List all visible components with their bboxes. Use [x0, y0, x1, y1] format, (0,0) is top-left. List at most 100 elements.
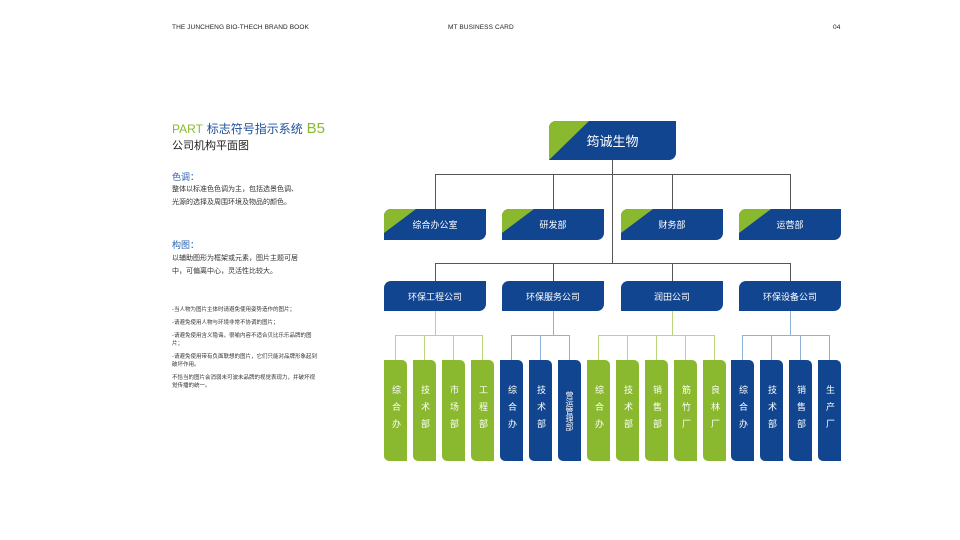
connector [790, 311, 791, 335]
sub-department-label: 综合办 [593, 385, 603, 436]
notes: -当人物为图片主体时请避免使用姿势造作的图片； -请避免使用人物与环境非常不协调… [172, 306, 317, 390]
connector [435, 263, 791, 264]
sub-department-column: 销售部 [789, 360, 812, 461]
sub-department-column: 综合办 [731, 360, 754, 461]
color-tone-text: 整体以标准色色调为主，包括选景色调、 光源的选择及周围环境及物品的颜色。 [172, 183, 298, 209]
sub-department-column: 综合办 [384, 360, 407, 461]
composition-heading: 构图： [172, 241, 200, 251]
company-box: 环保设备公司 [739, 281, 841, 311]
sub-department-label: 市场部 [448, 385, 458, 436]
connector [511, 335, 512, 360]
company-label: 环保工程公司 [407, 292, 462, 303]
note: 不恰当的图片会消弱未可波未品牌的视觉表现力，并破坏视觉传播的统一。 [172, 375, 316, 389]
part-label: PART [172, 122, 203, 136]
note: -请避免使用含义隐诲，很喻内容不适合贝比乐乐品牌的图片； [172, 333, 312, 347]
connector [656, 335, 657, 360]
text-line: 以辅助图形为框架或元素，图片主题可居 [172, 254, 298, 262]
connector [742, 335, 743, 360]
brand-book-title: THE JUNCHENG BIO-THECH BRAND BOOK [172, 24, 309, 31]
department-label: 运营部 [776, 221, 804, 231]
connector [453, 335, 454, 360]
connector [627, 335, 628, 360]
connector [553, 263, 554, 281]
sub-department-label: 综合办 [737, 385, 747, 436]
org-root: 筠诚生物 [549, 121, 676, 160]
sub-department-column: 市场部 [442, 360, 465, 461]
connector [435, 174, 791, 175]
connector [598, 335, 599, 360]
connector [553, 174, 554, 209]
green-corner [739, 209, 771, 233]
connector [672, 263, 673, 281]
page-subtitle: 公司机构平面图 [172, 139, 249, 152]
org-root-label: 筠诚生物 [586, 135, 639, 150]
sub-department-label: 综合办 [390, 385, 400, 436]
department-label: 研发部 [539, 221, 567, 231]
green-corner [621, 209, 653, 233]
note: -请避免使用人物与环境非常不协调的图片； [172, 320, 279, 326]
connector [672, 174, 673, 209]
company-label: 环保服务公司 [525, 292, 580, 303]
connector [612, 160, 613, 263]
sub-department-column: 销售部 [645, 360, 668, 461]
connector [672, 311, 673, 335]
connector [435, 174, 436, 209]
sub-department-label: 生产厂 [824, 385, 834, 436]
company-label: 环保设备公司 [762, 292, 817, 303]
section-title: MT BUSINESS CARD [448, 24, 514, 31]
connector [742, 335, 830, 336]
part-code: B5 [306, 120, 325, 137]
green-corner [549, 121, 589, 160]
connector [482, 335, 483, 360]
sub-department-column: 技术部 [616, 360, 639, 461]
page-number: 04 [833, 24, 841, 31]
sub-department-label: 综合办 [506, 385, 516, 436]
department-label: 财务部 [658, 221, 686, 231]
sub-department-column: 技术部 [413, 360, 436, 461]
connector [790, 174, 791, 209]
connector [714, 335, 715, 360]
connector [395, 335, 483, 336]
connector [771, 335, 772, 360]
sub-department-label: 技术部 [535, 385, 545, 436]
part-title: 标志符号指示系统 [206, 122, 303, 136]
sub-department-column: 筋竹厂 [674, 360, 697, 461]
department-box: 运营部 [739, 209, 841, 240]
connector [540, 335, 541, 360]
note: -当人物为图片主体时请避免使用姿势造作的图片； [172, 307, 295, 313]
sub-department-column: 工程部 [471, 360, 494, 461]
department-box: 综合办公室 [384, 209, 486, 240]
sub-department-label: 营运管理部 [565, 390, 574, 431]
department-box: 研发部 [502, 209, 604, 240]
department-label: 综合办公室 [412, 221, 458, 231]
sub-department-column: 良林厂 [703, 360, 726, 461]
green-corner [384, 209, 416, 233]
connector [800, 335, 801, 360]
note: -请避免使用带有负面联想的图片，它们只能对品牌形象起到破坏作用。 [172, 354, 317, 368]
color-tone-heading: 色调： [172, 173, 200, 183]
sub-department-column: 技术部 [760, 360, 783, 461]
connector [790, 263, 791, 281]
sub-department-column: 营运管理部 [558, 360, 581, 461]
sub-department-label: 筋竹厂 [680, 385, 690, 436]
sub-department-label: 技术部 [622, 385, 632, 436]
connector [553, 311, 554, 335]
composition-text: 以辅助图形为框架或元素，图片主题可居 中，可偏离中心，灵活性比较大。 [172, 252, 298, 278]
text-line: 光源的选择及周围环境及物品的颜色。 [172, 198, 291, 206]
sub-department-label: 销售部 [795, 385, 805, 436]
company-box: 环保服务公司 [502, 281, 604, 311]
part-heading: PART 标志符号指示系统 B5 [172, 120, 325, 137]
department-box: 财务部 [621, 209, 723, 240]
connector [395, 335, 396, 360]
sub-department-column: 技术部 [529, 360, 552, 461]
text-line: 中，可偏离中心，灵活性比较大。 [172, 267, 277, 275]
connector [685, 335, 686, 360]
sub-department-label: 技术部 [766, 385, 776, 436]
connector [435, 311, 436, 335]
sub-department-label: 技术部 [419, 385, 429, 436]
sub-department-label: 销售部 [651, 385, 661, 436]
connector [424, 335, 425, 360]
company-box: 环保工程公司 [384, 281, 486, 311]
sub-department-column: 生产厂 [818, 360, 841, 461]
connector [829, 335, 830, 360]
